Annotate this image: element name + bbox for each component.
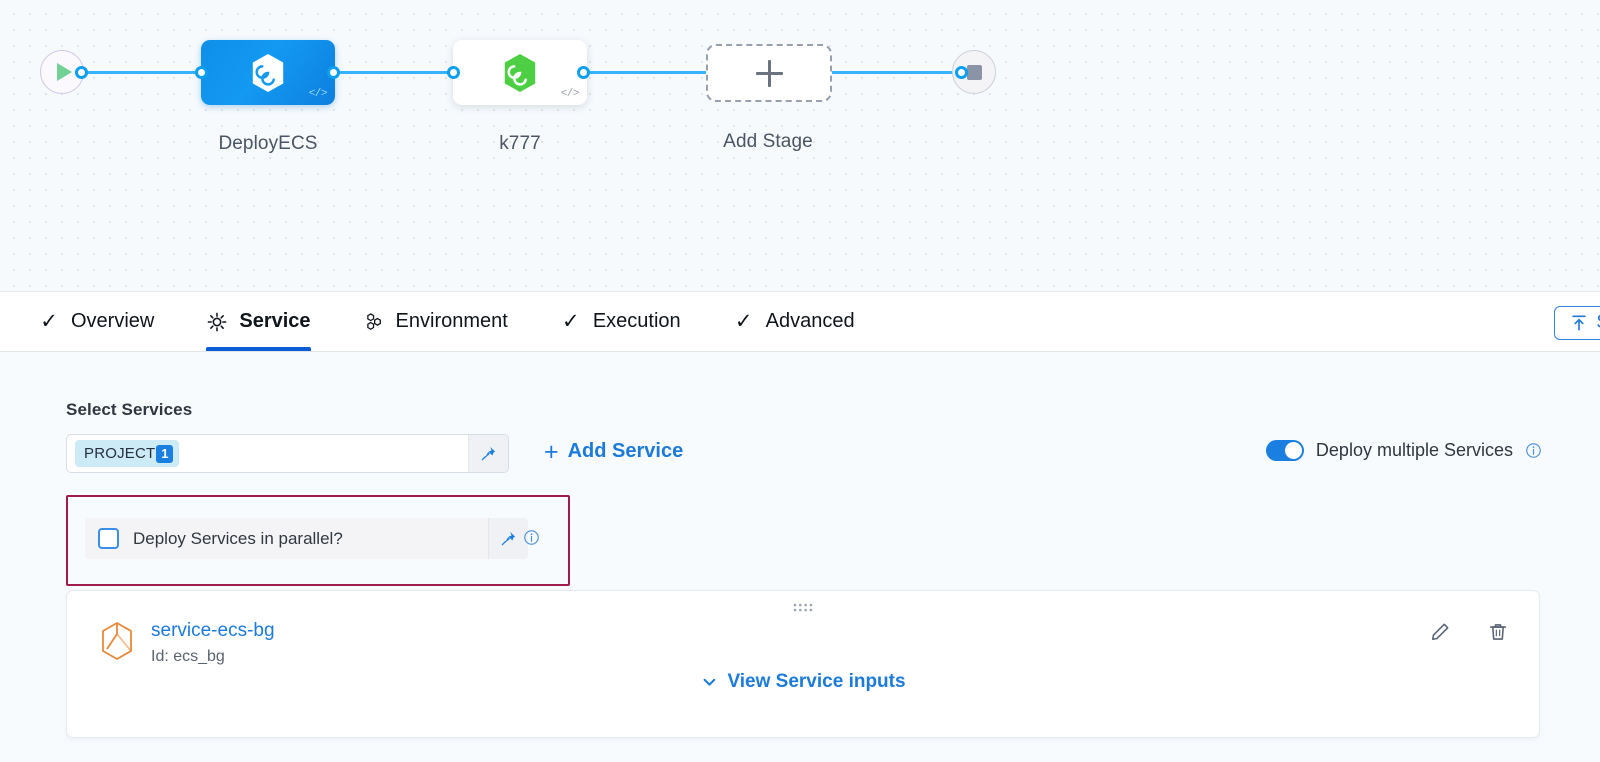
pin-icon — [501, 531, 516, 546]
node-port[interactable] — [577, 66, 590, 79]
tab-service[interactable]: Service — [180, 292, 336, 351]
gear-icon — [207, 312, 227, 331]
pipeline-edge — [830, 71, 962, 74]
stage-label: DeployECS — [218, 133, 318, 154]
info-icon[interactable] — [523, 529, 540, 546]
tab-environment[interactable]: Environment — [337, 292, 534, 351]
check-icon: ✓ — [40, 310, 58, 333]
node-port[interactable] — [955, 66, 968, 79]
add-service-label: Add Service — [567, 440, 684, 462]
code-view-icon[interactable]: </> — [560, 88, 580, 100]
service-name-link[interactable]: service-ecs-bg — [151, 620, 275, 641]
pipeline-canvas[interactable]: </> </> DeployECS k777 Add Stage — [0, 0, 1600, 292]
parallel-option-highlight: Deploy Services in parallel? — [66, 495, 570, 586]
service-hexagon-icon — [102, 621, 132, 661]
plus-icon — [755, 71, 783, 75]
stage-label: k777 — [499, 133, 541, 154]
stage-config-tabbar: ✓ Overview Service — [0, 292, 1600, 352]
chevron-down-icon — [703, 678, 716, 686]
upload-icon — [1572, 315, 1586, 331]
info-icon[interactable] — [1525, 442, 1542, 459]
view-service-inputs-button[interactable]: View Service inputs — [700, 671, 906, 693]
services-multiselect[interactable]: PROJECT 1 — [66, 434, 509, 473]
pin-parallel-button[interactable] — [488, 518, 528, 559]
harness-hexagon-icon — [504, 53, 536, 92]
pipeline-edge — [580, 71, 710, 74]
toggle-knob — [1284, 442, 1302, 459]
deploy-multiple-services-toggle[interactable] — [1265, 440, 1304, 461]
deploy-multiple-services-row[interactable]: Deploy multiple Services — [1265, 440, 1542, 461]
tab-overview[interactable]: ✓ Overview — [0, 292, 180, 351]
pipeline-edge — [78, 71, 208, 74]
save-as-template-button[interactable]: S — [1554, 306, 1600, 340]
tab-label: Environment — [395, 310, 508, 332]
chip-count-badge: 1 — [156, 444, 174, 463]
deploy-parallel-checkbox[interactable] — [98, 528, 119, 549]
service-tab-panel: Select Services PROJECT 1 + Add Service — [0, 352, 1600, 762]
add-stage-label: Add Stage — [723, 131, 813, 152]
drag-dots-icon[interactable] — [792, 602, 814, 614]
stage-node-k777[interactable]: </> — [453, 40, 587, 105]
save-as-template-label: S — [1596, 312, 1600, 334]
tab-label: Overview — [71, 310, 155, 332]
service-card[interactable]: service-ecs-bg Id: ecs_bg View Service i… — [66, 590, 1540, 738]
tab-execution[interactable]: ✓ Execution — [534, 292, 707, 351]
hexagon-group-icon — [366, 312, 381, 330]
stop-icon — [966, 64, 982, 80]
add-stage-button[interactable] — [706, 44, 832, 102]
view-service-inputs-label: View Service inputs — [727, 671, 906, 692]
selected-service-chip[interactable]: PROJECT 1 — [75, 440, 180, 467]
play-icon — [56, 63, 72, 81]
tab-label: Service — [239, 310, 311, 332]
harness-hexagon-icon — [252, 53, 284, 92]
node-port[interactable] — [75, 66, 88, 79]
add-service-button[interactable]: + Add Service — [544, 437, 684, 466]
node-port[interactable] — [327, 66, 340, 79]
check-icon: ✓ — [734, 310, 753, 333]
chip-label: PROJECT — [84, 445, 156, 462]
pin-services-button[interactable] — [468, 435, 508, 472]
check-icon: ✓ — [562, 310, 580, 333]
tab-label: Execution — [592, 310, 681, 332]
tab-label: Advanced — [765, 310, 855, 332]
deploy-parallel-label: Deploy Services in parallel? — [133, 528, 343, 548]
pin-icon — [481, 446, 496, 461]
deploy-multiple-services-label: Deploy multiple Services — [1315, 440, 1513, 460]
stage-node-deployecs[interactable]: </> — [201, 40, 335, 105]
pencil-icon[interactable] — [1429, 621, 1451, 643]
pipeline-edge — [330, 71, 458, 74]
node-port[interactable] — [195, 66, 208, 79]
plus-icon: + — [544, 437, 559, 466]
deploy-parallel-field[interactable]: Deploy Services in parallel? — [85, 518, 528, 559]
trash-icon[interactable] — [1487, 621, 1509, 643]
node-port[interactable] — [447, 66, 460, 79]
select-services-label: Select Services — [66, 400, 193, 419]
code-view-icon[interactable]: </> — [308, 88, 328, 100]
service-id-text: Id: ecs_bg — [151, 648, 225, 665]
tab-advanced[interactable]: ✓ Advanced — [707, 292, 881, 351]
